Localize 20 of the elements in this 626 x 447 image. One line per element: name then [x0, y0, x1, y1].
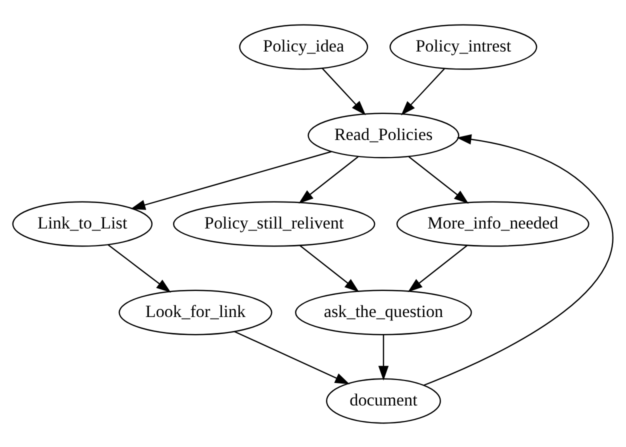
node-ellipse: Policy_still_relivent [172, 200, 376, 246]
node-ellipse: Policy_intrest [390, 24, 538, 70]
arrow [408, 156, 469, 204]
arrow [401, 68, 445, 115]
node-ellipse: ask_the_question [295, 289, 472, 335]
arrow [130, 150, 332, 210]
arrow [108, 244, 171, 292]
arrow [234, 330, 350, 384]
arrow [408, 244, 468, 292]
arrow [300, 244, 360, 292]
arrow [322, 67, 366, 115]
node-ellipse: document [326, 378, 441, 424]
node-ellipse: Look_for_link [118, 289, 272, 335]
node-ellipse: More_info_needed [396, 200, 590, 246]
node-ellipse: Link_to_List [12, 200, 153, 246]
arrow [298, 156, 358, 203]
arrow [378, 334, 389, 380]
arrow [424, 134, 614, 386]
node-ellipse: Policy_idea [239, 24, 368, 70]
node-ellipse: Read_Policies [308, 112, 460, 158]
